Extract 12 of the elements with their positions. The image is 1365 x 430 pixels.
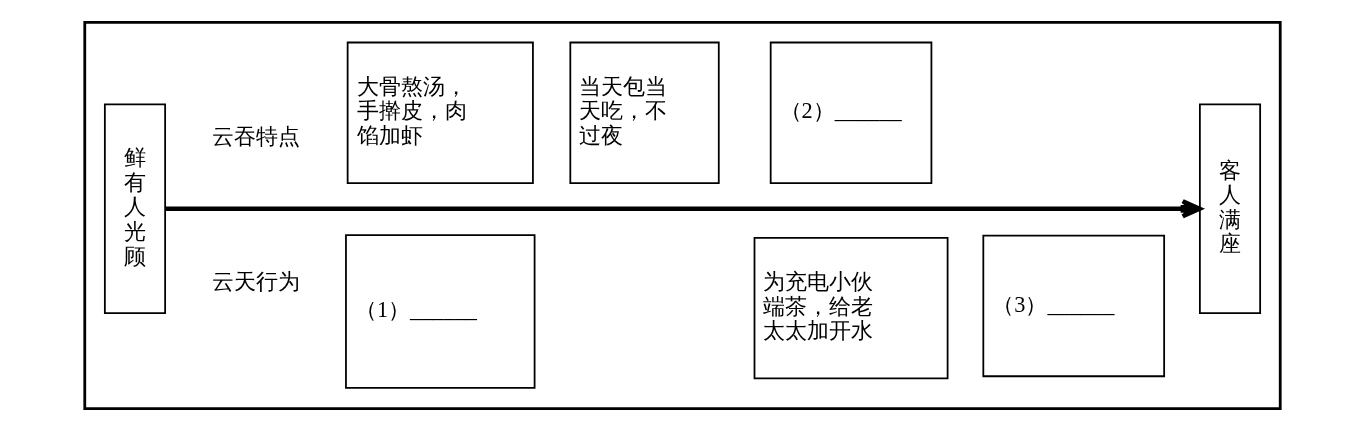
node-box: （1）______: [345, 233, 536, 389]
node-box: 为充电小伙端茶，给老太太加开水: [753, 236, 949, 379]
label: 云天行为: [211, 268, 300, 294]
arrow: [165, 198, 1202, 219]
cluster: [83, 20, 1282, 410]
node-box: 大骨熬汤，手擀皮，肉馅加虾: [346, 41, 534, 184]
node-box: 鲜有人光顾: [103, 103, 167, 314]
node-box: （3）______: [982, 234, 1166, 377]
node-box: （2）______: [769, 41, 933, 184]
node-box: 客人满座: [1198, 103, 1262, 314]
node-box: 当天包当天吃，不过夜: [569, 41, 720, 184]
label: 云吞特点: [211, 123, 300, 149]
